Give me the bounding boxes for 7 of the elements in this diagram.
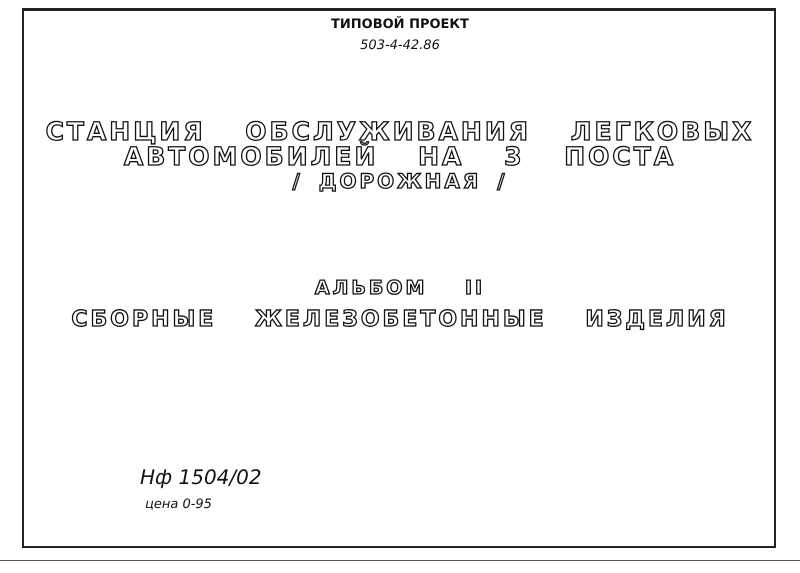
project-type-heading: ТИПОВОЙ ПРОЕКТ bbox=[330, 17, 470, 32]
project-number: 503-4-42.86 bbox=[359, 38, 441, 53]
inventory-number: Нф 1504/02 bbox=[140, 465, 262, 489]
album-heading: АЛЬБОМ II bbox=[313, 277, 486, 299]
album-title: СБОРНЫЕ ЖЕЛЕЗОБЕТОННЫЕ ИЗДЕЛИЯ bbox=[70, 307, 730, 332]
title-line: / ДОРОЖНАЯ / bbox=[290, 169, 509, 193]
price-note: цена 0-95 bbox=[145, 497, 212, 512]
